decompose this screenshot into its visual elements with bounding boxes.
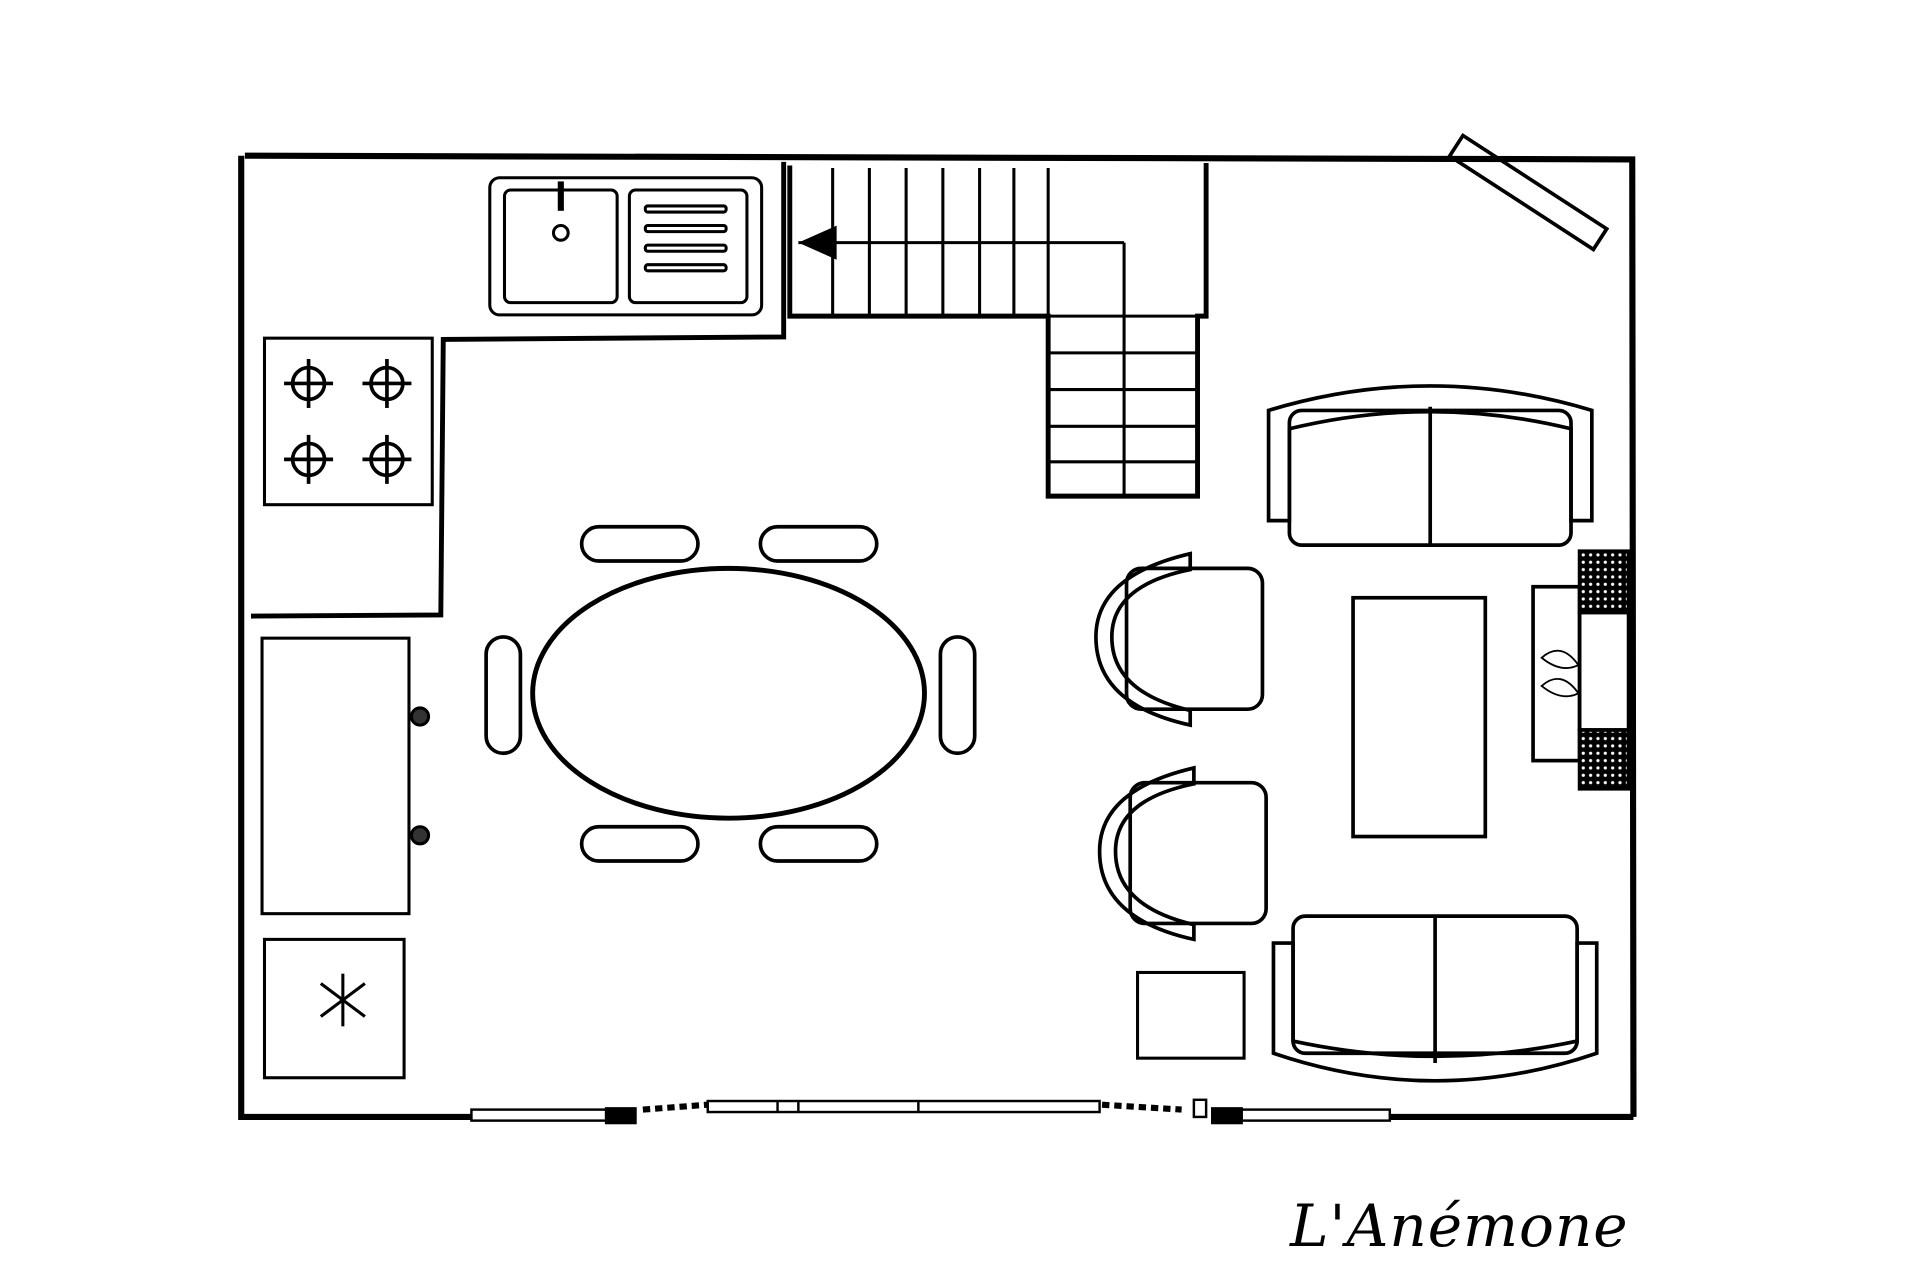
fridge <box>260 636 431 916</box>
wall-shelf <box>1447 132 1610 252</box>
dining-chairs <box>484 524 977 863</box>
bay-window <box>642 1098 1208 1119</box>
window-left <box>470 1107 637 1125</box>
plan-title: L'Anémone <box>1290 1192 1629 1260</box>
dining-table <box>530 565 927 821</box>
staircase <box>787 163 1209 499</box>
stair-arrow-icon <box>798 225 837 260</box>
sink <box>488 176 764 317</box>
flame-icon <box>1540 649 1580 698</box>
window-right <box>1211 1107 1392 1125</box>
fireplace <box>1531 549 1631 791</box>
armchairs <box>1094 551 1268 942</box>
outer-walls <box>238 152 1637 1120</box>
dishwasher <box>262 937 406 1080</box>
stove <box>262 336 434 507</box>
sofa-top <box>1266 384 1594 547</box>
coffee-table <box>1351 595 1488 839</box>
side-table <box>1136 970 1246 1060</box>
kitchen-counter <box>251 161 787 619</box>
sofa-bottom <box>1271 914 1599 1083</box>
